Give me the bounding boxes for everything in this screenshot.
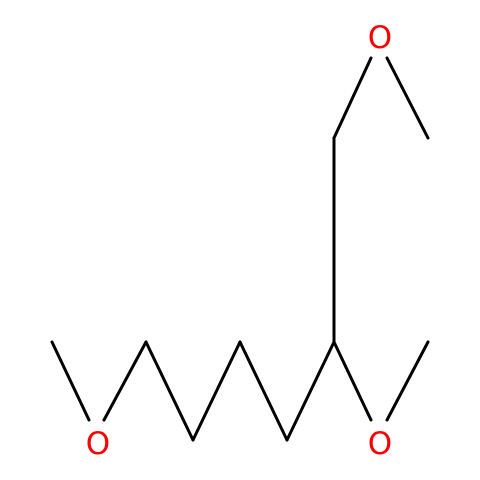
bond bbox=[385, 340, 430, 422]
atom-label-o-top: O bbox=[368, 20, 392, 56]
bond bbox=[191, 340, 242, 442]
bond bbox=[385, 56, 430, 140]
atom-label-o-left: O bbox=[86, 426, 110, 462]
bond-group bbox=[50, 56, 430, 442]
bond bbox=[332, 56, 373, 140]
bond bbox=[102, 340, 148, 422]
atom-label-o-right: O bbox=[368, 426, 392, 462]
bond bbox=[144, 340, 195, 442]
bond bbox=[285, 340, 336, 442]
bond bbox=[332, 340, 373, 422]
bond bbox=[238, 340, 289, 442]
bond bbox=[50, 340, 91, 422]
atom-group: O O O bbox=[86, 20, 392, 462]
